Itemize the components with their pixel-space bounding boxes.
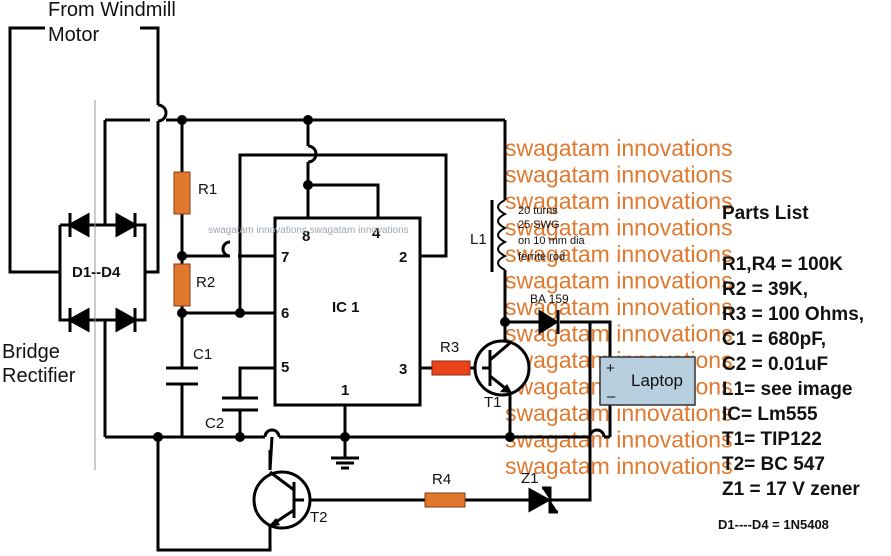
parts-list-item: R2 = 39K,	[722, 279, 808, 300]
l1-inductor	[497, 199, 508, 271]
watermark-row: swagatam innovations	[505, 215, 733, 241]
coil-note-line: 20 turns	[518, 205, 558, 217]
bridge-label-line2: Rectifier	[2, 365, 76, 387]
parts-list-item: T2= BC 547	[722, 454, 825, 475]
watermark-row: swagatam innovations	[505, 453, 733, 479]
t1-label: T1	[484, 394, 502, 411]
laptop-plus: +	[606, 360, 615, 377]
pin5-label: 5	[281, 359, 289, 376]
bridge-diodes	[66, 212, 139, 333]
pin7-label: 7	[281, 249, 289, 266]
t2-label: T2	[310, 509, 328, 526]
coil-note-line: on 10 mm dia	[518, 235, 586, 247]
t2-transistor	[252, 470, 312, 530]
laptop-box	[599, 356, 696, 406]
ba159-label: BA 159	[530, 292, 569, 306]
r4-label: R4	[432, 471, 451, 488]
r3-label: R3	[440, 339, 459, 356]
c1-capacitor	[166, 366, 198, 386]
ground-symbol	[331, 456, 359, 470]
pin3-label: 3	[399, 361, 407, 378]
watermark-row: swagatam innovations	[505, 268, 733, 294]
laptop-label: Laptop	[631, 371, 683, 390]
diodes-label: D1--D4	[72, 264, 121, 281]
junctions	[153, 115, 515, 442]
parts-list-item: R1,R4 = 100K	[722, 254, 843, 275]
pin6-label: 6	[281, 305, 289, 322]
watermark-row: swagatam innovations	[505, 135, 733, 161]
watermark-small: swagatam innovations swagatam innovation…	[208, 225, 409, 236]
bridge-label-line1: Bridge	[2, 341, 60, 363]
parts-list-item: L1= see image	[722, 379, 852, 400]
r2-label: R2	[196, 274, 215, 291]
parts-list-item: C1 = 680pF,	[722, 329, 826, 350]
wire-crossover-hop	[157, 103, 168, 123]
watermark-row: swagatam innovations	[505, 162, 733, 188]
laptop-minus: –	[607, 388, 616, 405]
coil-note: 20 turns 25 SWG on 10 mm dia ferrite rod	[518, 205, 586, 263]
watermark-row: swagatam innovations	[505, 188, 733, 214]
r4-resistor	[424, 492, 466, 508]
r1-label: R1	[198, 181, 217, 198]
parts-list: R1,R4 = 100K R2 = 39K, R3 = 100 Ohms, C1 = …	[722, 254, 864, 500]
r2-resistor	[173, 263, 191, 307]
pin4-label: 4	[372, 225, 381, 242]
coil-note-line: ferrite rod	[518, 251, 565, 263]
parts-list-item: C2 = 0.01uF	[722, 354, 828, 375]
pin2-label: 2	[399, 249, 407, 266]
ic-label: IC 1	[332, 299, 360, 316]
z1-zener	[528, 486, 558, 514]
pin8-label: 8	[302, 228, 310, 245]
parts-list-footer: D1----D4 = 1N5408	[718, 517, 829, 532]
l1-label: L1	[470, 231, 487, 248]
c2-label: C2	[205, 415, 224, 432]
parts-list-item: IC= Lm555	[722, 404, 818, 425]
watermark-row: swagatam innovations	[505, 241, 733, 267]
parts-list-item: R3 = 100 Ohms,	[722, 304, 864, 325]
parts-list-item: Z1 = 17 V zener	[722, 479, 860, 500]
c2-capacitor	[222, 396, 258, 412]
z1-label: Z1	[521, 470, 539, 487]
ic1-body	[273, 216, 422, 407]
pin1-label: 1	[341, 382, 349, 399]
wire-motor-right	[145, 121, 160, 274]
coil-note-line: 25 SWG	[518, 219, 560, 231]
source-label-line2: Motor	[48, 24, 99, 46]
source-label-line1: From Windmill	[48, 0, 176, 21]
ba159-diode	[538, 309, 560, 335]
parts-list-title: Parts List	[722, 203, 809, 224]
c1-label: C1	[193, 346, 212, 363]
watermark-row: swagatam innovations	[505, 427, 733, 453]
r3-resistor	[431, 360, 471, 376]
t1-transistor	[473, 339, 531, 397]
parts-list-item: T1= TIP122	[722, 429, 822, 450]
wire-motor-left	[8, 26, 60, 274]
wire-motor-right-top	[140, 26, 160, 105]
r1-resistor	[173, 171, 191, 215]
